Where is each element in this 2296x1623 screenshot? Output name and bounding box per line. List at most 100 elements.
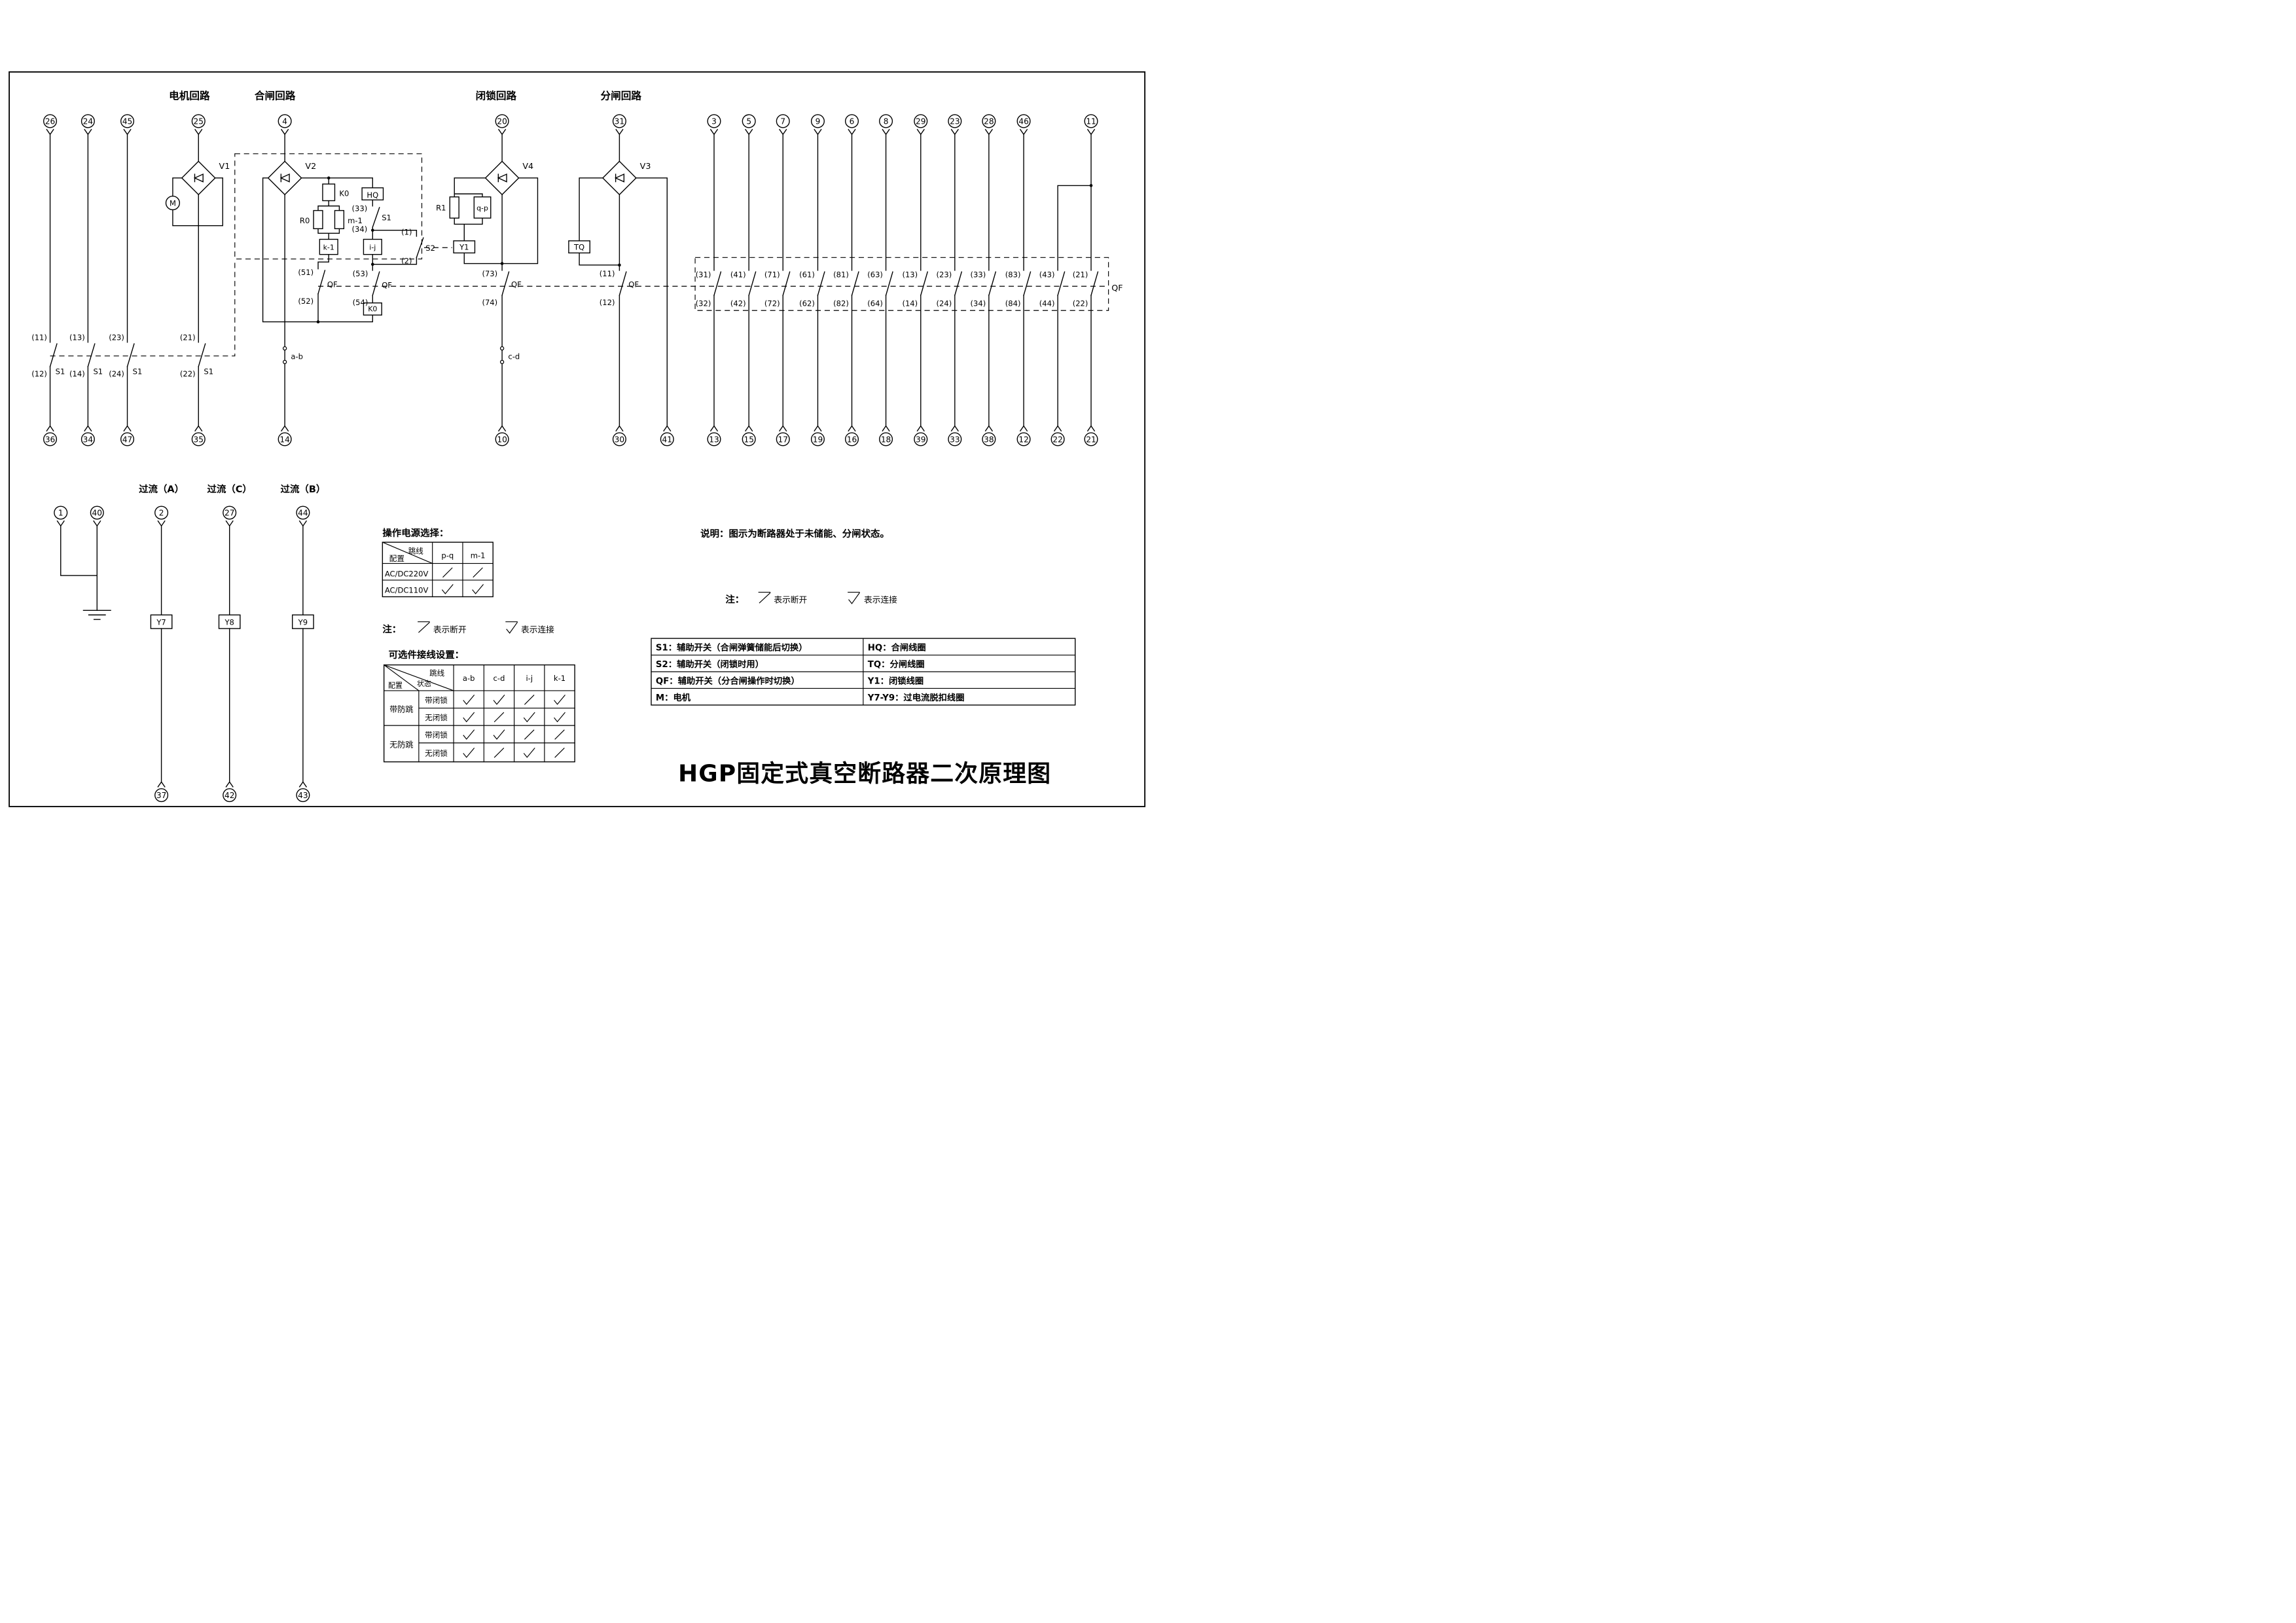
contact-blade (885, 271, 893, 296)
jumper-open-symbol (758, 591, 771, 604)
terminal-circle (296, 788, 310, 803)
m1-label: m-1 (348, 216, 363, 225)
options-table-grid (383, 664, 575, 763)
section-labels: 电机回路 合闸回路 闭锁回路 分闸回路 (169, 90, 641, 102)
header-jumper: 跳线 (429, 668, 445, 678)
terminal-number: 21 (1086, 435, 1096, 444)
connector-chevron (194, 128, 203, 136)
options-table: 可选件接线设置： 跳线 状态 配置 a-b c-d i-j k-1 带防跳 无防… (383, 649, 575, 763)
contact-number: (34) (971, 299, 986, 308)
terminal-4: 4 (278, 114, 292, 136)
qf-bank-label: QF (1111, 283, 1122, 293)
terminal-25: 25 (191, 114, 206, 136)
rectifier-label: V1 (219, 161, 230, 171)
terminal-circle (1016, 114, 1031, 128)
terminal-circle (495, 432, 509, 447)
connector-chevron (280, 425, 289, 432)
terminal-13: 13 (707, 425, 721, 447)
contact-number: (1) (401, 228, 412, 237)
terminal-45: 45 (120, 114, 135, 136)
jumper-closed-mark (493, 695, 505, 705)
jumper-open-symbol (418, 621, 430, 633)
motor-section-label: 电机回路 (169, 90, 210, 102)
group-label: 带防跳 (389, 704, 413, 714)
terminal-circle (120, 114, 135, 128)
note-under-power-table: 注： 表示断开 表示连接 (382, 621, 554, 635)
k0-resistor-label: K0 (339, 189, 349, 198)
connector-chevron (745, 128, 753, 136)
ground-wires (60, 526, 98, 611)
contact-number: (71) (764, 270, 780, 279)
motor-symbol (165, 195, 181, 211)
terminal-circle (223, 505, 237, 520)
terminal-44: 44 (296, 505, 310, 527)
qf-bank-contact-6: (63)(64)818 (867, 114, 893, 447)
note-prefix: 注： (382, 623, 401, 635)
terminal-circle (914, 432, 928, 447)
terminal-circle (191, 432, 206, 447)
terminal-number: 34 (83, 435, 94, 444)
terminal-number: 5 (746, 117, 751, 126)
connector-chevron (882, 425, 890, 432)
terminal-circle (43, 114, 58, 128)
terminal-15: 15 (742, 425, 756, 447)
contact-number: (31) (696, 270, 711, 279)
contact-number: (62) (799, 299, 815, 308)
terminal-circle (495, 114, 509, 128)
connector-chevron (814, 425, 822, 432)
terminal-circle (914, 114, 928, 128)
terminal-circle (1016, 432, 1031, 447)
terminal-number: 7 (780, 117, 785, 126)
contact-blade (851, 271, 859, 296)
terminal-number: 14 (279, 435, 290, 444)
contact-number: (13) (69, 333, 85, 342)
terminal-number: 23 (950, 117, 960, 126)
contact-number: (52) (298, 297, 314, 306)
terminal-9: 9 (810, 114, 825, 136)
contact-number: (53) (353, 269, 368, 278)
coil-label: Y7 (156, 617, 166, 627)
terminal-35: 35 (191, 425, 206, 447)
diode-icon (193, 173, 204, 183)
switch-label: S1 (204, 367, 213, 376)
diode-icon (614, 173, 625, 183)
terminal-30: 30 (612, 425, 626, 447)
terminal-number: 12 (1018, 435, 1028, 444)
terminal-43: 43 (296, 781, 310, 803)
terminal-number: 33 (950, 435, 960, 444)
terminal-27: 27 (223, 505, 237, 527)
rectifier-diamond (181, 160, 216, 196)
terminal-19: 19 (810, 425, 825, 447)
qf-bank-dashed-box (694, 257, 1109, 311)
terminal-number: 35 (194, 435, 204, 444)
qf-bank-contact-1: (31)(32)313 (696, 114, 722, 447)
header-config: 配置 (389, 554, 404, 563)
power-table: 操作电源选择： 跳线 配置 p-q m-1 AC/DC220V AC/DC110… (382, 527, 493, 598)
connector-chevron (984, 425, 994, 432)
note-open-text: 表示断开 (433, 625, 467, 634)
k1-label: k-1 (323, 244, 334, 252)
switch-label: QF (511, 280, 522, 289)
jumper-closed-mark (463, 695, 475, 705)
contact-number: (33) (352, 204, 368, 213)
terminal-circle (844, 114, 859, 128)
connector-chevron (663, 425, 672, 432)
note-closed-text: 表示连接 (864, 595, 897, 605)
terminal-number: 3 (711, 117, 717, 126)
contact-number: (81) (833, 270, 849, 279)
power-table-title: 操作电源选择： (382, 527, 448, 539)
jumper-closed-mark (554, 712, 565, 723)
terminal-46: 46 (1016, 114, 1031, 136)
terminal-circle (90, 505, 104, 520)
connector-chevron (950, 128, 959, 136)
junction-dot (371, 263, 374, 266)
terminal-12: 12 (1016, 425, 1031, 447)
terminal-34: 34 (81, 425, 95, 447)
terminal-number: 22 (1052, 435, 1062, 444)
